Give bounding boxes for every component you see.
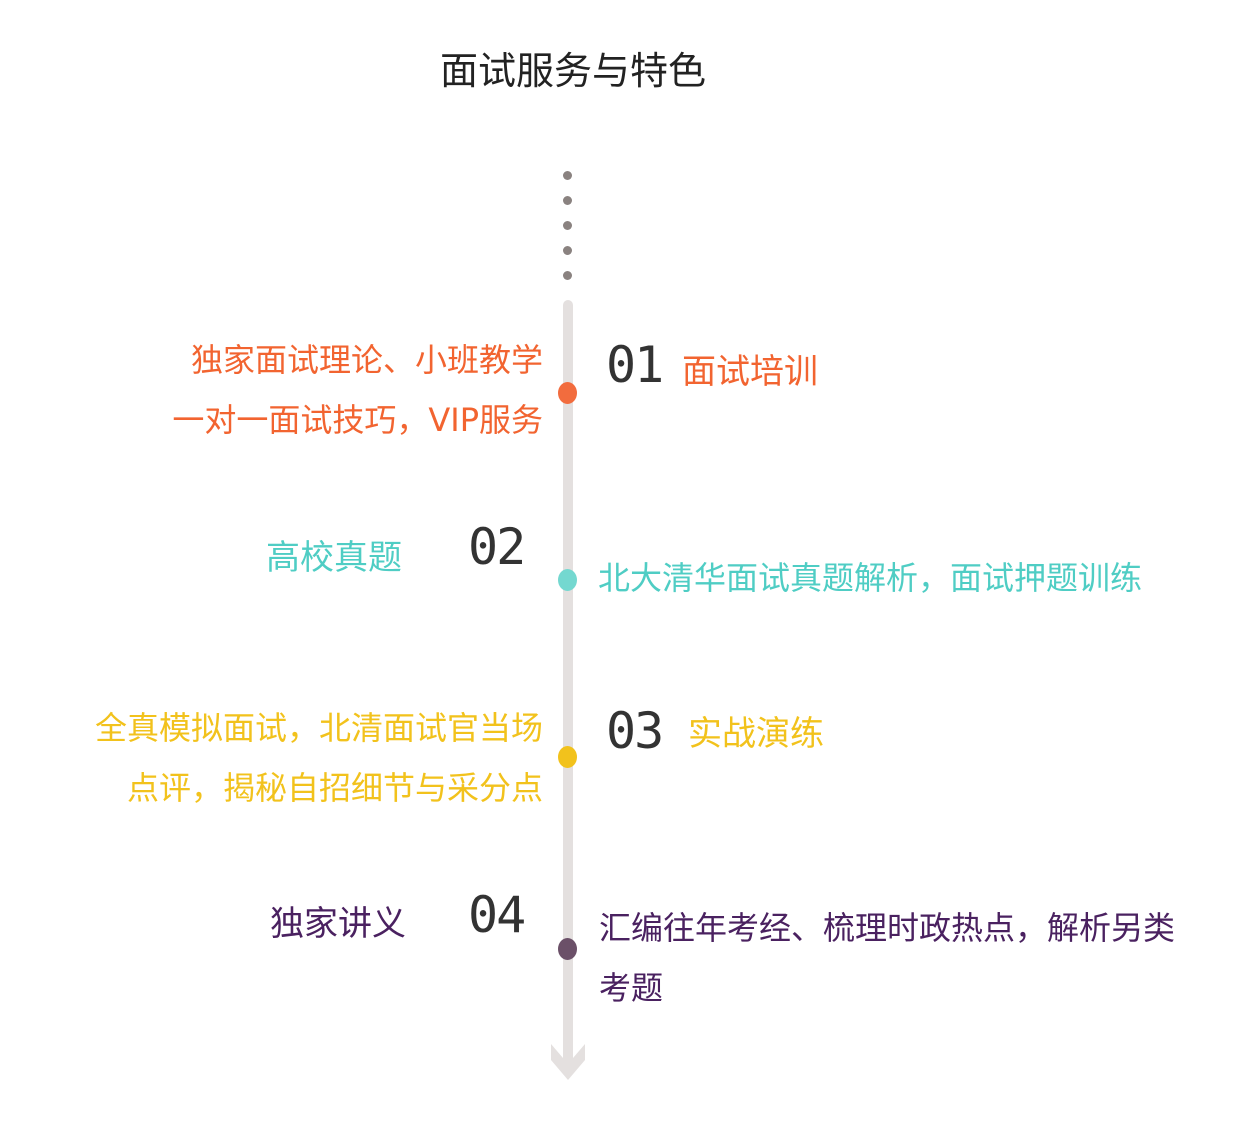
step-number: 04 bbox=[468, 886, 526, 944]
step-title: 高校真题 bbox=[266, 538, 402, 578]
step-title: 实战演练 bbox=[688, 714, 824, 754]
desc-line: 全真模拟面试，北清面试官当场 bbox=[94, 709, 543, 747]
desc-line: 点评，揭秘自招细节与采分点 bbox=[126, 769, 543, 807]
step-title: 独家讲义 bbox=[270, 904, 406, 944]
step-desc: 北大清华面试真题解析，面试押题训练 bbox=[598, 559, 1143, 597]
step-number: 03 bbox=[606, 702, 664, 760]
desc-line: 考题 bbox=[599, 969, 664, 1007]
arrow-down-icon bbox=[551, 1040, 585, 1080]
dot bbox=[563, 246, 572, 255]
node-04 bbox=[558, 938, 577, 960]
step-desc: 独家面试理论、小班教学 一对一面试技巧，VIP服务 bbox=[172, 330, 543, 450]
node-02 bbox=[558, 569, 577, 591]
timeline-line bbox=[563, 300, 573, 1052]
node-03 bbox=[558, 746, 577, 768]
node-01 bbox=[558, 382, 577, 404]
desc-line: 一对一面试技巧，VIP服务 bbox=[172, 401, 543, 439]
step-number: 02 bbox=[468, 518, 526, 576]
step-number: 01 bbox=[606, 336, 664, 394]
page-title: 面试服务与特色 bbox=[439, 49, 706, 93]
dot bbox=[563, 221, 572, 230]
desc-line: 独家面试理论、小班教学 bbox=[190, 341, 543, 379]
dot bbox=[563, 171, 572, 180]
step-title: 面试培训 bbox=[682, 352, 818, 392]
dot bbox=[563, 271, 572, 280]
step-desc: 汇编往年考经、梳理时政热点，解析另类 考题 bbox=[599, 898, 1175, 1018]
desc-line: 汇编往年考经、梳理时政热点，解析另类 bbox=[599, 909, 1176, 947]
dot bbox=[563, 196, 572, 205]
step-desc: 全真模拟面试，北清面试官当场 点评，揭秘自招细节与采分点 bbox=[95, 698, 543, 818]
